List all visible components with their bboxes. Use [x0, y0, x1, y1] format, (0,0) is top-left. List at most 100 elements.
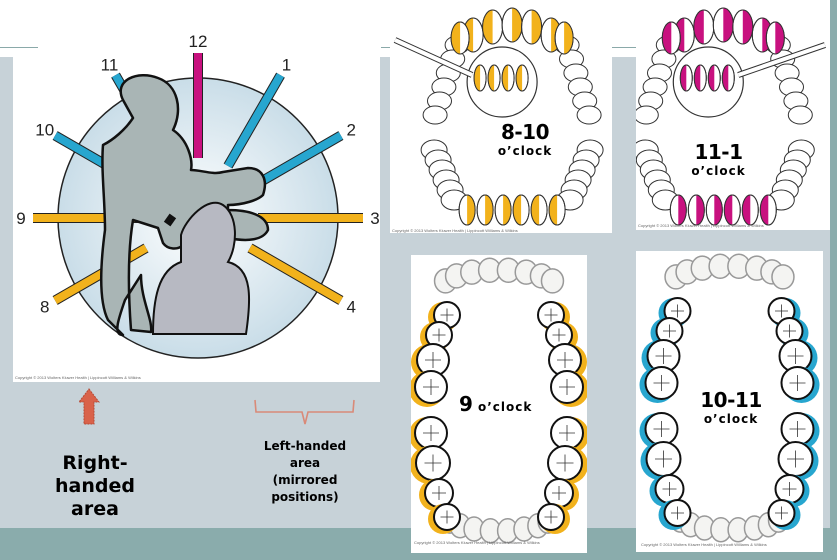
tooth — [494, 194, 512, 226]
tooth-fissure — [671, 506, 684, 520]
tooth — [723, 194, 741, 226]
tooth-fissure — [423, 379, 439, 395]
anterior-tooth-upper — [771, 264, 795, 290]
right-handed-area-label: Right- handed area — [40, 452, 150, 521]
tooth — [554, 21, 574, 55]
clock-label-4: 4 — [347, 298, 356, 317]
tooth-fissure — [663, 324, 676, 338]
panel-copyright: Copyright © 2013 Wolters Kluwer Health |… — [392, 228, 518, 233]
rh-line-3: area — [71, 498, 119, 520]
tooth-fissure — [432, 486, 446, 500]
tooth-fissure — [440, 308, 454, 322]
clock-label-11: 11 — [101, 56, 119, 75]
tooth-fissure — [544, 308, 558, 322]
tooth — [636, 105, 659, 125]
slide-right-edge — [830, 0, 837, 560]
tooth — [521, 9, 543, 45]
clock-label-3: 3 — [370, 209, 379, 228]
tooth — [501, 7, 523, 43]
arch-diagram-11-1 — [636, 7, 826, 226]
tooth — [721, 64, 735, 92]
rh-line-2: handed — [55, 475, 135, 497]
tooth — [501, 64, 515, 92]
rh-line-1: Right- — [62, 452, 128, 474]
label-8-10: 8-10 o’clock — [490, 120, 560, 158]
clock-spoke-4 — [247, 244, 343, 304]
tooth — [741, 194, 759, 226]
tooth — [661, 21, 681, 55]
tooth-fissure — [655, 450, 672, 468]
occlusal-diagram-10-11 — [639, 253, 820, 543]
label-10-11: 10-11 o’clock — [691, 388, 771, 426]
panel-copyright: Copyright © 2013 Wolters Kluwer Health |… — [641, 542, 767, 547]
panel-9-oclock: 9 o’clock Copyright © 2013 Wolters Kluwe… — [411, 255, 587, 553]
panel-suffix: o’clock — [497, 144, 553, 158]
tooth — [515, 64, 529, 92]
left-handed-area-label: Left-handed area (mirrored positions) — [240, 438, 370, 506]
arch-diagram-8-10 — [393, 7, 604, 226]
lh-line-3: (mirrored — [272, 473, 338, 487]
tooth — [512, 194, 530, 226]
patient-figure — [151, 201, 251, 335]
occlusal-diagram-9 — [411, 257, 587, 544]
mirror-instrument-shaft — [737, 43, 826, 77]
tooth-fissure — [424, 454, 442, 472]
left-handed-bracket-icon — [254, 399, 355, 425]
panel-number: 9 — [459, 392, 473, 416]
tooth-fissure — [783, 324, 796, 338]
instrument-handle — [163, 213, 177, 227]
panel-suffix: o’clock — [691, 164, 746, 178]
panel-number: 8-10 — [500, 120, 550, 144]
tooth-fissure — [787, 348, 804, 364]
lh-line-2: area — [289, 456, 321, 470]
tooth — [422, 105, 448, 125]
panel-number: 11-1 — [694, 140, 743, 164]
tooth — [759, 194, 777, 226]
tooth — [576, 105, 602, 125]
tooth-fissure — [432, 328, 446, 342]
right-handed-arrow-icon — [78, 388, 100, 425]
panel-copyright: Copyright © 2013 Wolters Kluwer Health |… — [638, 223, 764, 228]
tooth-fissure — [775, 304, 788, 318]
tooth-fissure — [782, 482, 797, 496]
tooth — [732, 9, 754, 45]
panel-11-1-oclock: 11-1 o’clock Copyright © 2013 Wolters Kl… — [636, 0, 830, 230]
panel-number: 10-11 — [700, 388, 762, 412]
tooth-fissure — [559, 425, 575, 441]
tooth — [473, 64, 487, 92]
clock-label-10: 10 — [35, 121, 54, 140]
clock-spoke-1 — [224, 73, 284, 169]
tooth-fissure — [423, 425, 439, 441]
lh-line-4: positions) — [271, 490, 339, 504]
tooth — [765, 21, 785, 55]
header-rule-left — [0, 47, 38, 48]
tooth-fissure — [552, 328, 566, 342]
anterior-tooth-upper — [540, 268, 565, 294]
tooth-fissure — [787, 450, 804, 468]
label-11-1: 11-1 o’clock — [681, 140, 756, 178]
tooth — [787, 105, 813, 125]
tooth — [712, 7, 734, 43]
label-9: 9 o’clock — [459, 392, 549, 416]
tooth — [669, 194, 687, 226]
tooth — [482, 9, 504, 45]
tooth — [693, 64, 707, 92]
clock-label-8: 8 — [40, 298, 49, 317]
tooth-fissure — [662, 482, 677, 496]
tooth — [687, 194, 705, 226]
tooth-fissure — [557, 352, 573, 368]
tooth — [458, 194, 476, 226]
tooth-fissure — [544, 510, 558, 524]
tooth-fissure — [556, 454, 574, 472]
header-rule-right — [612, 47, 636, 48]
panel-10-11-oclock: 10-11 o’clock Copyright © 2013 Wolters K… — [636, 251, 823, 552]
tooth — [707, 64, 721, 92]
clock-label-12: 12 — [189, 32, 208, 51]
panel-suffix: o’clock — [478, 400, 533, 414]
mirror-instrument-shaft — [394, 38, 473, 77]
tooth-fissure — [655, 348, 672, 364]
clock-diagram-copyright: Copyright © 2013 Wolters Kluwer Health |… — [15, 375, 141, 380]
panel-suffix: o’clock — [703, 412, 759, 426]
tooth — [705, 194, 723, 226]
